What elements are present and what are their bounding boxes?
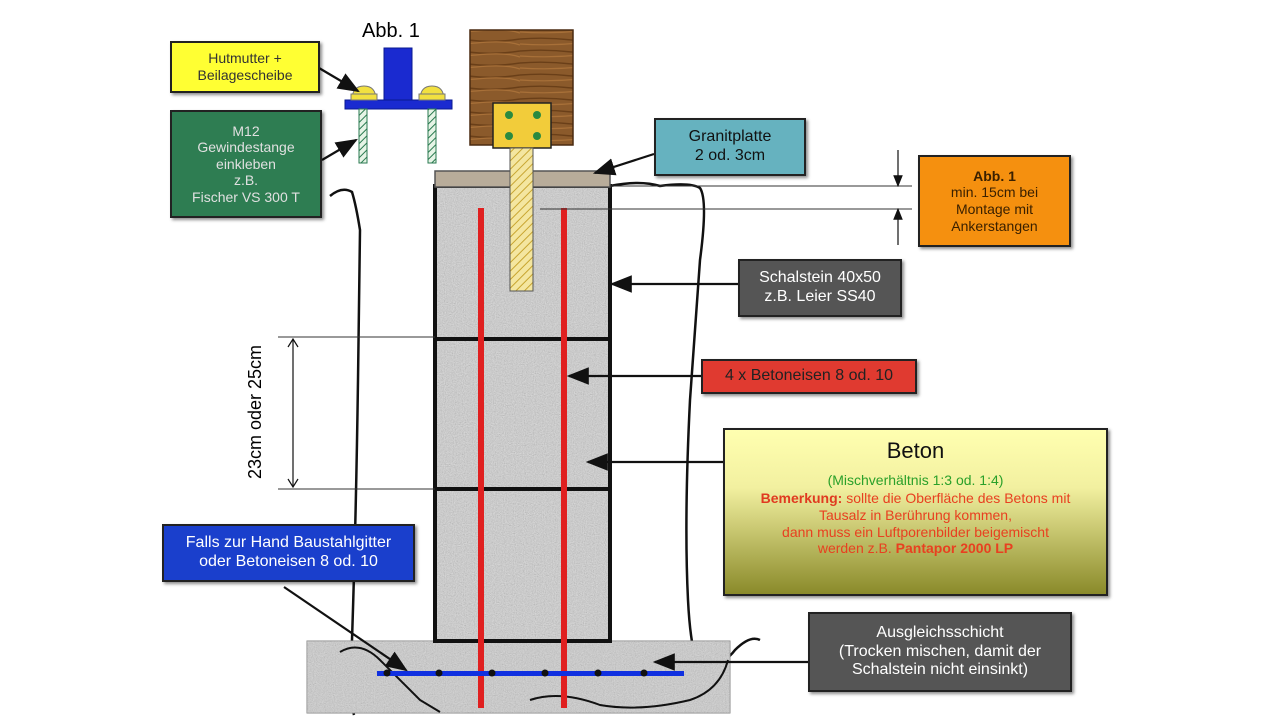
label-text: werden z.B. — [817, 540, 896, 557]
label-remark: Bemerkung: sollte die Oberfläche des Bet… — [761, 490, 1071, 507]
label-m12: M12 Gewindestange einkleben z.B. Fischer… — [170, 110, 322, 218]
rebar-left — [478, 208, 484, 708]
label-text: min. 15cm bei — [950, 184, 1039, 201]
label-schalstein: Schalstein 40x50 z.B. Leier SS40 — [738, 259, 902, 317]
label-text: einkleben — [216, 155, 276, 172]
label-text: Tausalz in Berührung kommen, — [819, 506, 1012, 523]
label-text: 4 x Betoneisen 8 od. 10 — [724, 367, 894, 385]
label-title: Abb. 1 — [973, 167, 1016, 184]
label-text: dann muss ein Luftporenbilder beigemisch… — [782, 523, 1049, 540]
anchor-detail — [344, 47, 453, 164]
label-product: Pantapor 2000 LP — [895, 540, 1014, 557]
label-remark-end: werden z.B. Pantapor 2000 LP — [818, 540, 1013, 557]
label-text: Granitplatte — [688, 128, 772, 146]
label-text: Ankerstangen — [951, 217, 1038, 234]
label-text: (Trocken mischen, damit der — [838, 642, 1042, 660]
label-title: Beton — [886, 438, 945, 463]
label-text: Beilagescheibe — [197, 67, 293, 83]
label-beton: Beton (Mischverhältnis 1:3 od. 1:4) Beme… — [723, 428, 1108, 596]
label-text: M12 — [232, 122, 260, 139]
label-granitplatte: Granitplatte 2 od. 3cm — [654, 118, 806, 176]
label-text: Schalstein nicht einsinkt) — [851, 661, 1029, 679]
label-ausgleichsschicht: Ausgleichsschicht (Trocken mischen, dami… — [808, 612, 1072, 692]
label-text: z.B. — [233, 172, 259, 189]
rebar-right — [561, 208, 567, 708]
label-text: sollte die Oberfläche des Betons mit — [842, 490, 1071, 507]
figure-title: Abb. 1 — [362, 20, 420, 42]
label-text: z.B. Leier SS40 — [764, 288, 876, 305]
label-text: Fischer VS 300 T — [192, 188, 300, 205]
mesh-bar — [377, 671, 684, 676]
label-abb1-note: Abb. 1 min. 15cm bei Montage mit Ankerst… — [918, 155, 1071, 247]
label-text: 2 od. 3cm — [694, 147, 766, 164]
label-hutmutter: Hutmutter + Beilagescheibe — [170, 41, 320, 93]
label-betoneisen: 4 x Betoneisen 8 od. 10 — [701, 359, 917, 394]
label-text: Hutmutter + — [208, 50, 282, 67]
label-text: Montage mit — [955, 201, 1034, 217]
label-text: Ausgleichsschicht — [876, 623, 1004, 641]
post-bracket — [492, 102, 552, 149]
label-baustahlgitter: Falls zur Hand Baustahlgitter oder Beton… — [162, 524, 415, 582]
anchor-rod — [509, 147, 534, 292]
label-text: oder Betoneisen 8 od. 10 — [199, 553, 378, 570]
label-text: Schalstein 40x50 — [759, 269, 881, 287]
label-text: Gewindestange — [197, 139, 295, 156]
label-mix: (Mischverhältnis 1:3 od. 1:4) — [827, 471, 1004, 488]
label-text: Falls zur Hand Baustahlgitter — [185, 534, 392, 552]
mesh-dots — [383, 669, 648, 677]
dimension-label: 23cm oder 25cm — [245, 344, 265, 480]
label-remark-bold: Bemerkung: — [760, 490, 843, 507]
